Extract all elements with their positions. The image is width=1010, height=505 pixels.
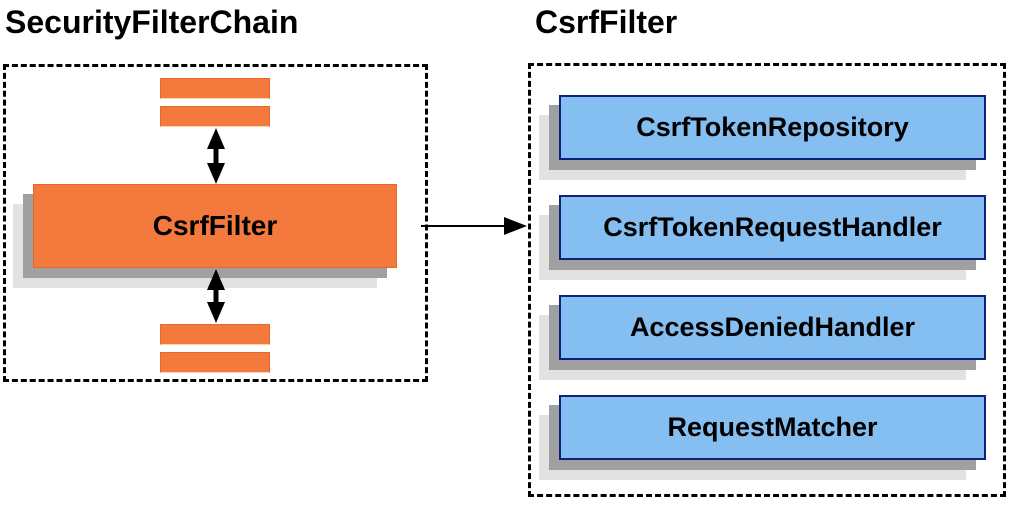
security-filter-chain-container bbox=[3, 64, 428, 382]
right-panel-title: CsrfFilter bbox=[535, 4, 678, 40]
component-box-label: AccessDeniedHandler bbox=[629, 312, 916, 342]
csrf-filter-box-label: CsrfFilter bbox=[152, 210, 278, 241]
filter-chain-bar bbox=[160, 324, 270, 345]
component-box-access-denied-handler: AccessDeniedHandler bbox=[559, 295, 986, 360]
flow-arrow-icon bbox=[421, 217, 527, 235]
component-box-request-matcher: RequestMatcher bbox=[559, 395, 986, 460]
left-panel-title: SecurityFilterChain bbox=[5, 4, 299, 40]
csrf-filter-box: CsrfFilter bbox=[33, 184, 397, 268]
filter-chain-bar bbox=[160, 78, 270, 99]
component-box-csrf-token-request-handler: CsrfTokenRequestHandler bbox=[559, 195, 986, 260]
component-box-label: CsrfTokenRepository bbox=[636, 112, 909, 142]
component-box-label: RequestMatcher bbox=[667, 412, 878, 442]
component-box-csrf-token-repository: CsrfTokenRepository bbox=[559, 95, 986, 160]
csrf-filter-container bbox=[528, 63, 1006, 497]
filter-chain-bar bbox=[160, 352, 270, 373]
component-box-label: CsrfTokenRequestHandler bbox=[603, 212, 942, 242]
filter-chain-bar bbox=[160, 106, 270, 127]
